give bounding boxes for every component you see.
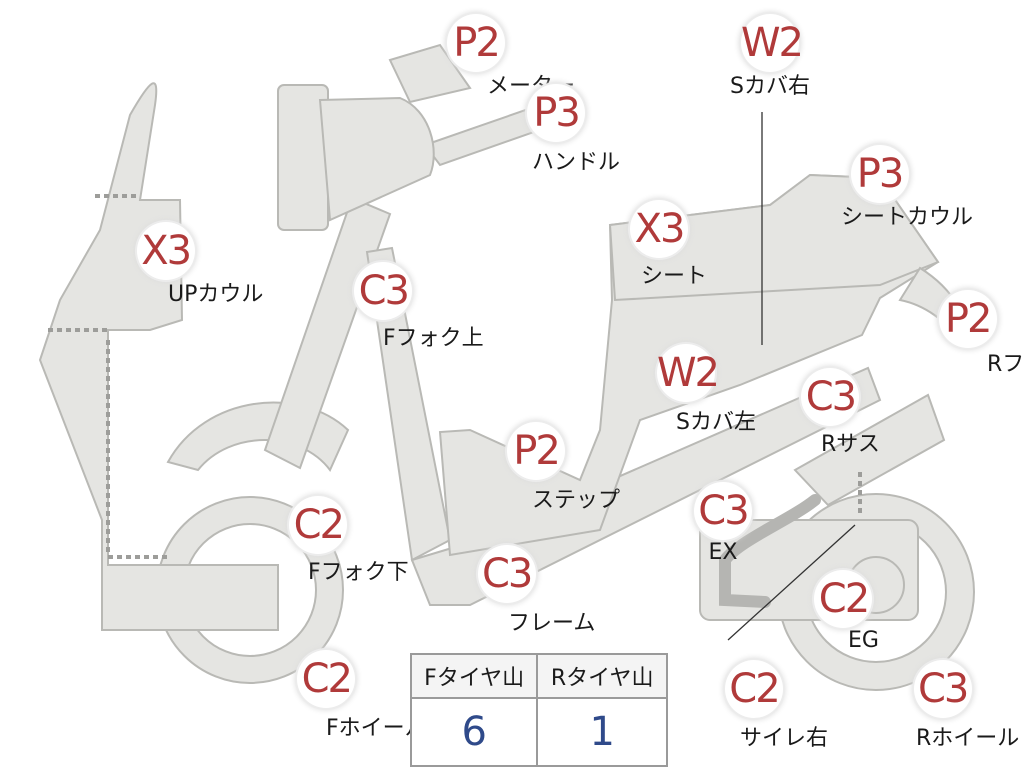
part-label: UPカウル [168,282,264,307]
part-label: Fホイール [326,716,427,741]
up-cowl-shape [38,82,279,631]
rear-tire-value: 1 [536,697,668,767]
part-label: Sカバ右 [730,74,810,99]
grade-badge: P3 [850,145,909,203]
part-r-fender: P2 Rフェン [867,290,1024,378]
grade-badge: C2 [814,570,873,628]
part-label: Fフォク上 [383,326,484,351]
part-label: シート [641,264,708,289]
grade-badge: C3 [801,368,860,426]
part-ffork-upper: C3 Fフォク上 [283,262,484,352]
grade-badge: C2 [297,650,356,708]
front-fender-shape [166,401,350,472]
grade-badge: X3 [630,200,688,258]
part-seat: X3 シート [611,200,707,290]
front-fork-shape [263,196,392,470]
part-ffork-lower: C2 Fフォク下 [228,496,409,586]
grade-badge: C3 [694,482,752,540]
part-muffler-right: C2 サイレ右 [680,660,828,752]
front-tire-value: 6 [409,697,539,767]
grade-badge: C3 [477,545,536,603]
grade-badge: P2 [938,290,997,348]
meter-shape [388,43,472,104]
part-r-wheel: C3 Rホイール [866,660,1019,752]
part-label: シートカウル [841,205,974,230]
part-label: フレーム [508,611,596,636]
grade-badge: C2 [725,660,783,718]
grade-badge: P2 [447,14,505,72]
part-label: Rフェン [987,352,1024,377]
grade-badge: C3 [354,262,413,320]
tire-tread-table: Fタイヤ山 Rタイヤ山 6 1 [409,653,668,767]
part-label: EX [708,540,738,565]
grade-badge: W2 [656,344,720,402]
part-label: Sカバ左 [676,410,756,435]
part-r-suspension: C3 Rサス [781,368,880,458]
seat-shape [608,173,940,302]
part-f-wheel: C2 Fホイール [226,650,427,742]
part-frame: C3 フレーム [418,545,595,637]
part-label: サイレ右 [740,726,829,751]
part-eg: C2 EG [808,570,879,653]
grade-badge: W2 [740,14,804,72]
grade-badge: C2 [289,496,348,554]
grade-badge: X3 [136,222,195,280]
part-scover-right: W2 Sカバ右 [730,14,810,100]
part-ex: C3 EX [694,482,752,565]
part-seat-cowl: P3 シートカウル [786,145,973,231]
rear-suspension-shape [793,393,946,507]
front-tire-header: Fタイヤ山 [409,653,539,699]
part-handle: P3 ハンドル [492,84,620,176]
grade-badge: P2 [507,422,565,480]
grade-badge: P3 [527,84,585,142]
part-scover-left: W2 Sカバ左 [616,344,756,436]
part-label: Rサス [821,432,880,457]
rear-tire-header: Rタイヤ山 [536,653,668,699]
part-label: Rホイール [916,726,1020,751]
exhaust-pipe-shape [719,494,821,608]
part-label: ステップ [532,488,621,513]
grade-badge: C3 [913,660,972,718]
part-label: Fフォク下 [308,560,409,585]
part-up-cowl: X3 UPカウル [68,222,263,308]
part-label: ハンドル [532,150,621,175]
part-step: P2 ステップ [452,422,620,514]
part-label: EG [848,628,879,653]
